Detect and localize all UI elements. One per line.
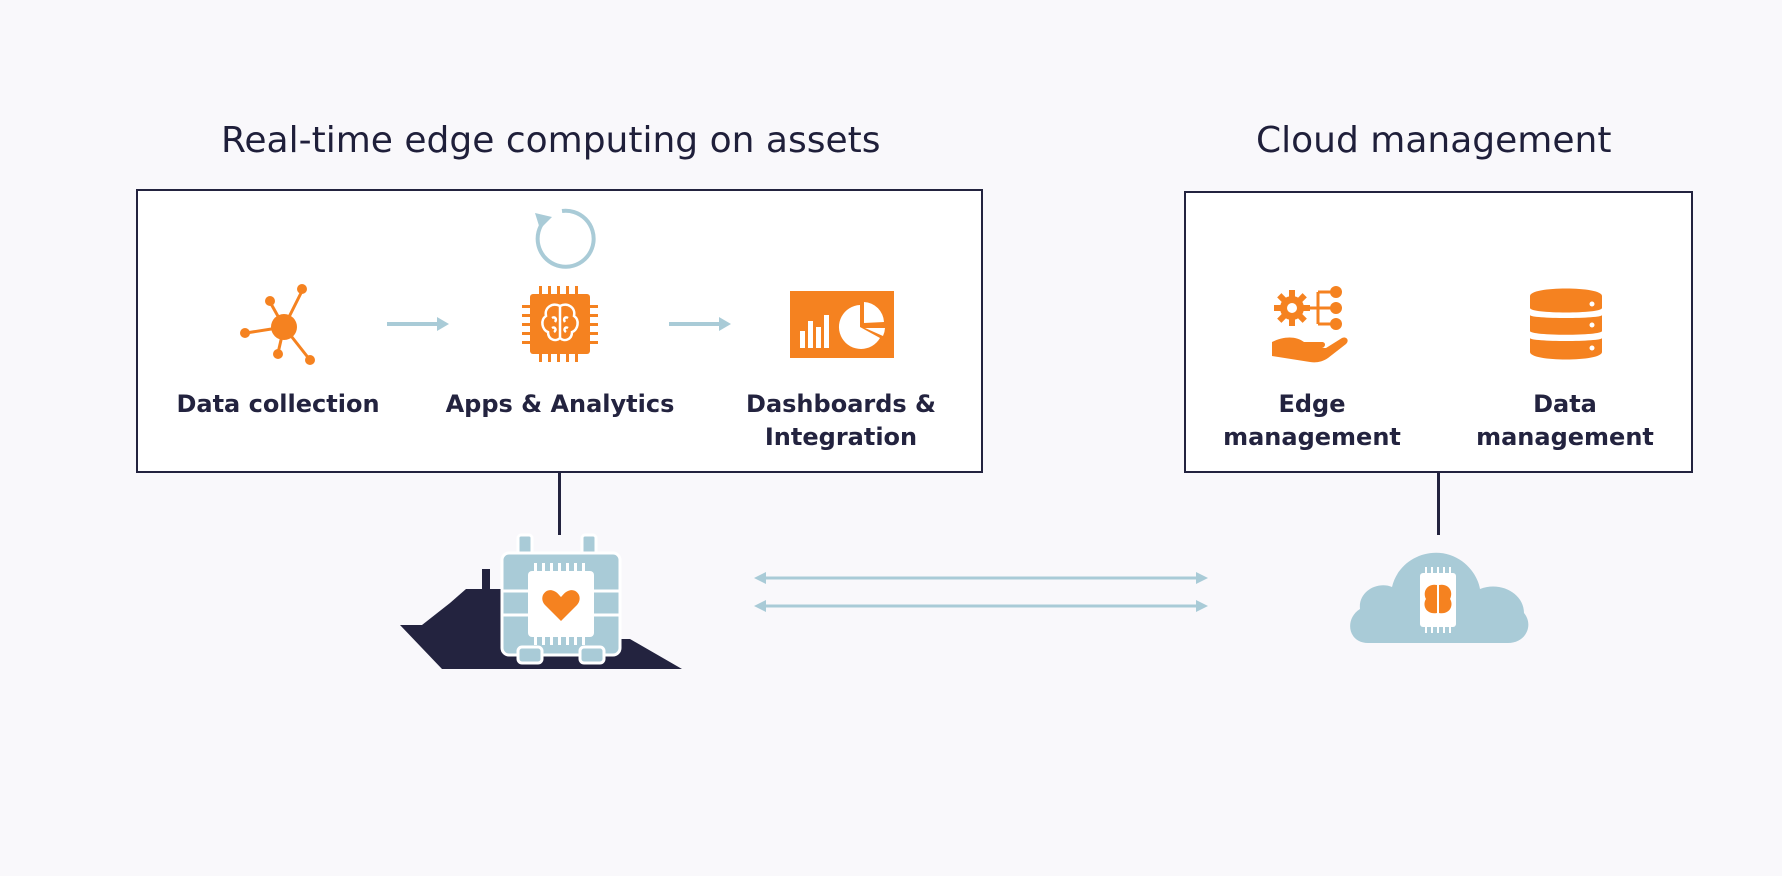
dashboard-chart-icon (790, 291, 894, 358)
cloud-chip-icon (1344, 541, 1534, 645)
flow-arrow-2 (669, 316, 731, 332)
edge-management-label: Edge management (1223, 390, 1401, 451)
sync-arrows (754, 568, 1208, 612)
apps-analytics-label: Apps & Analytics (445, 390, 675, 418)
gear-hand-icon (1270, 284, 1352, 366)
cloud-management-panel (1184, 191, 1693, 473)
database-icon (1530, 288, 1602, 360)
brain-chip-icon (522, 286, 598, 362)
cloud-connector-line (1437, 473, 1440, 535)
edge-connector-line (558, 473, 561, 535)
edge-section-title: Real-time edge computing on assets (221, 120, 881, 161)
refresh-cycle-icon (528, 203, 598, 269)
dashboards-integration-label: Dashboards & Integration (746, 390, 936, 451)
flow-arrow-1 (387, 316, 449, 332)
data-collection-label: Data collection (176, 390, 380, 418)
cloud-section-title: Cloud management (1256, 120, 1612, 161)
data-management-label: Data management (1476, 390, 1654, 451)
ship-edge-device-icon (400, 533, 686, 671)
network-nodes-icon (238, 281, 320, 366)
